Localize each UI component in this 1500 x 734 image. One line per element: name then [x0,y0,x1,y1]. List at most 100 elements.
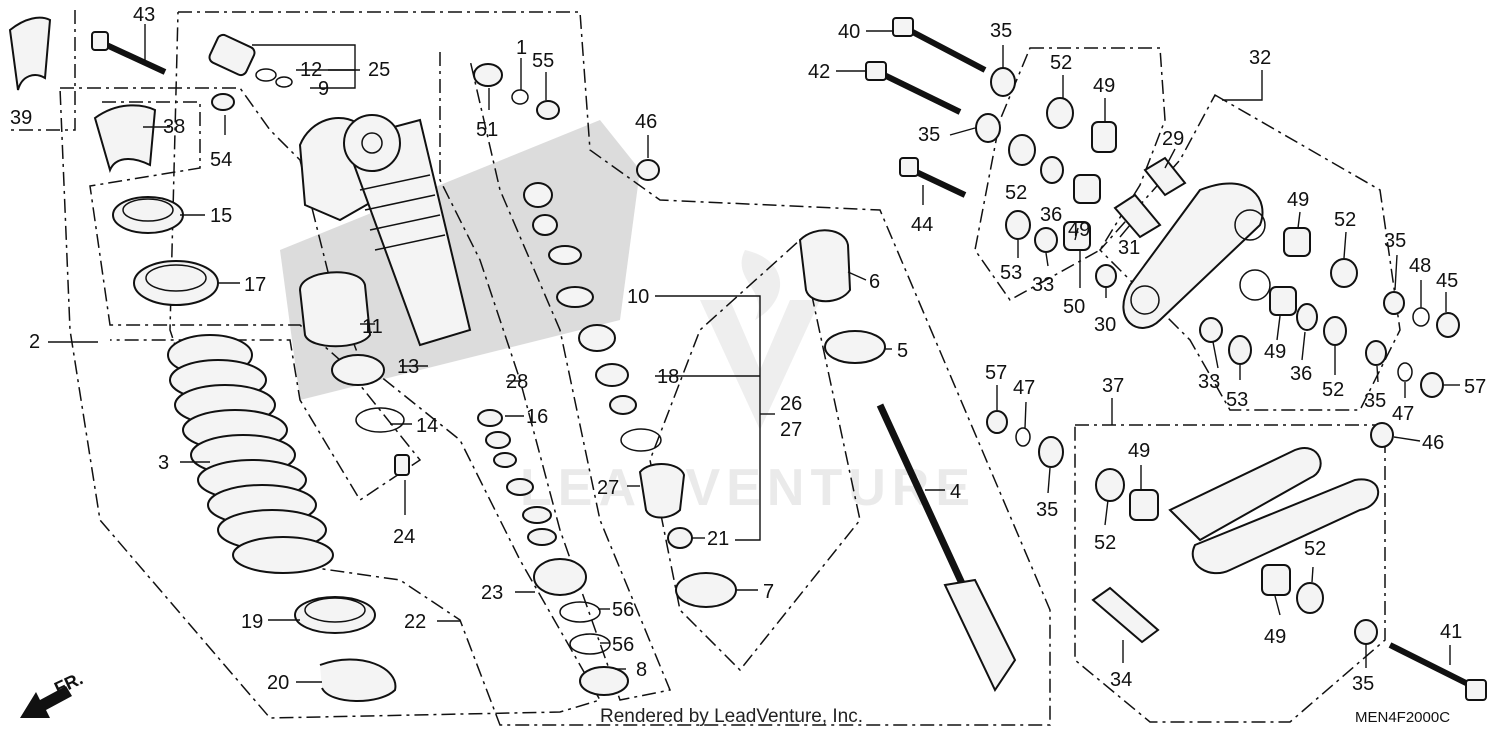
watermark: LEADVENTURE [520,250,976,517]
callout-11: 11 [362,316,383,338]
collar-35-a [990,67,1016,97]
callout-57b: 57 [1464,376,1486,398]
front-direction-indicator: FR. [20,668,86,718]
callout-33a: 33 [1032,274,1054,296]
callout-30: 30 [1094,314,1116,336]
callout-52e: 52 [1094,532,1116,554]
bolt-41 [1388,642,1487,701]
collar-35-b [975,113,1001,143]
callout-15: 15 [210,205,232,227]
callout-16: 16 [526,406,548,428]
callout-35a: 35 [990,20,1012,42]
callout-20: 20 [267,672,289,694]
callout-56a: 56 [612,599,634,621]
drawing-code: MEN4F2000C [1355,709,1450,726]
callout-17: 17 [244,274,266,296]
nut-46-top [636,159,660,181]
pivot-collar-31 [1113,193,1162,239]
damper-rod [876,403,1017,693]
callout-52b: 52 [1005,182,1027,204]
valve-24 [394,454,410,476]
callout-4: 4 [950,481,961,503]
callout-1: 1 [516,37,527,59]
callout-10: 10 [627,286,649,308]
right-hardware [986,291,1460,468]
callout-52a: 52 [1050,52,1072,74]
callout-32: 32 [1249,47,1271,69]
callout-5: 5 [897,340,908,362]
bolt-43 [91,31,167,75]
callout-51: 51 [476,119,498,141]
callout-44: 44 [911,214,933,236]
callout-40: 40 [838,21,860,43]
callout-33b: 33 [1198,371,1220,393]
callout-57a: 57 [985,362,1007,384]
callout-35d: 35 [1364,390,1386,412]
callout-45: 45 [1436,270,1458,292]
callout-42: 42 [808,61,830,83]
callout-55: 55 [532,50,554,72]
callout-2: 2 [29,331,40,353]
callout-7: 7 [763,581,774,603]
callout-53b: 53 [1226,389,1248,411]
piston-stack [477,409,629,696]
callout-18: 18 [657,366,679,388]
arm-bearings [1005,97,1358,365]
callout-24: 24 [393,526,415,548]
callout-41: 41 [1440,621,1462,643]
callout-36b: 36 [1290,363,1312,385]
callout-49d: 49 [1264,341,1286,363]
callout-labels: 1 2 3 4 5 6 7 8 9 10 11 12 13 14 15 16 1… [10,4,1486,695]
watermark-text: LEADVENTURE [520,459,976,517]
callout-49f: 49 [1264,626,1286,648]
o-ring-14 [355,407,405,433]
callout-35c: 35 [1384,230,1406,252]
reservoir-cap [331,354,385,386]
bolt-42 [865,61,962,115]
callout-47b: 47 [1392,403,1414,425]
ring-1 [511,89,529,105]
callout-48: 48 [1409,255,1431,277]
callout-49c: 49 [1287,189,1309,211]
callout-50: 50 [1063,296,1085,318]
bushing-51 [473,63,503,87]
bump-rubber [798,229,852,303]
callout-13: 13 [397,356,419,378]
callout-53a: 53 [1000,262,1022,284]
callout-22: 22 [404,611,426,633]
callout-43: 43 [133,4,155,26]
callout-21: 21 [707,528,729,550]
label-cap [93,104,157,174]
callout-26: 26 [780,393,802,415]
collar-34 [1091,586,1160,644]
callout-49e: 49 [1128,440,1150,462]
callout-6: 6 [869,271,880,293]
callout-27a: 27 [780,419,802,441]
callout-38: 38 [163,116,185,138]
callout-49b: 49 [1068,219,1090,241]
callout-3: 3 [158,452,169,474]
callout-36a: 36 [1040,204,1062,226]
collar-35-low [1354,619,1378,645]
bolt-40 [892,17,987,73]
lock-nut-upper [112,196,184,234]
callout-25: 25 [368,59,390,81]
callout-46a: 46 [635,111,657,133]
callout-52f: 52 [1304,538,1326,560]
lock-nut-lower [133,260,219,306]
label-plate [8,16,52,91]
callout-35b: 35 [918,124,940,146]
reservoir [298,271,372,348]
seal-55 [536,100,560,120]
callout-47a: 47 [1013,377,1035,399]
bolt-44 [899,157,967,198]
shock-body [298,114,472,347]
spring-seat [294,596,376,634]
callout-39: 39 [10,107,32,129]
callout-12: 12 [300,59,322,81]
callout-49a: 49 [1093,75,1115,97]
spring-stopper [319,658,397,702]
leader-lines [48,24,1460,683]
callout-54: 54 [210,149,232,171]
